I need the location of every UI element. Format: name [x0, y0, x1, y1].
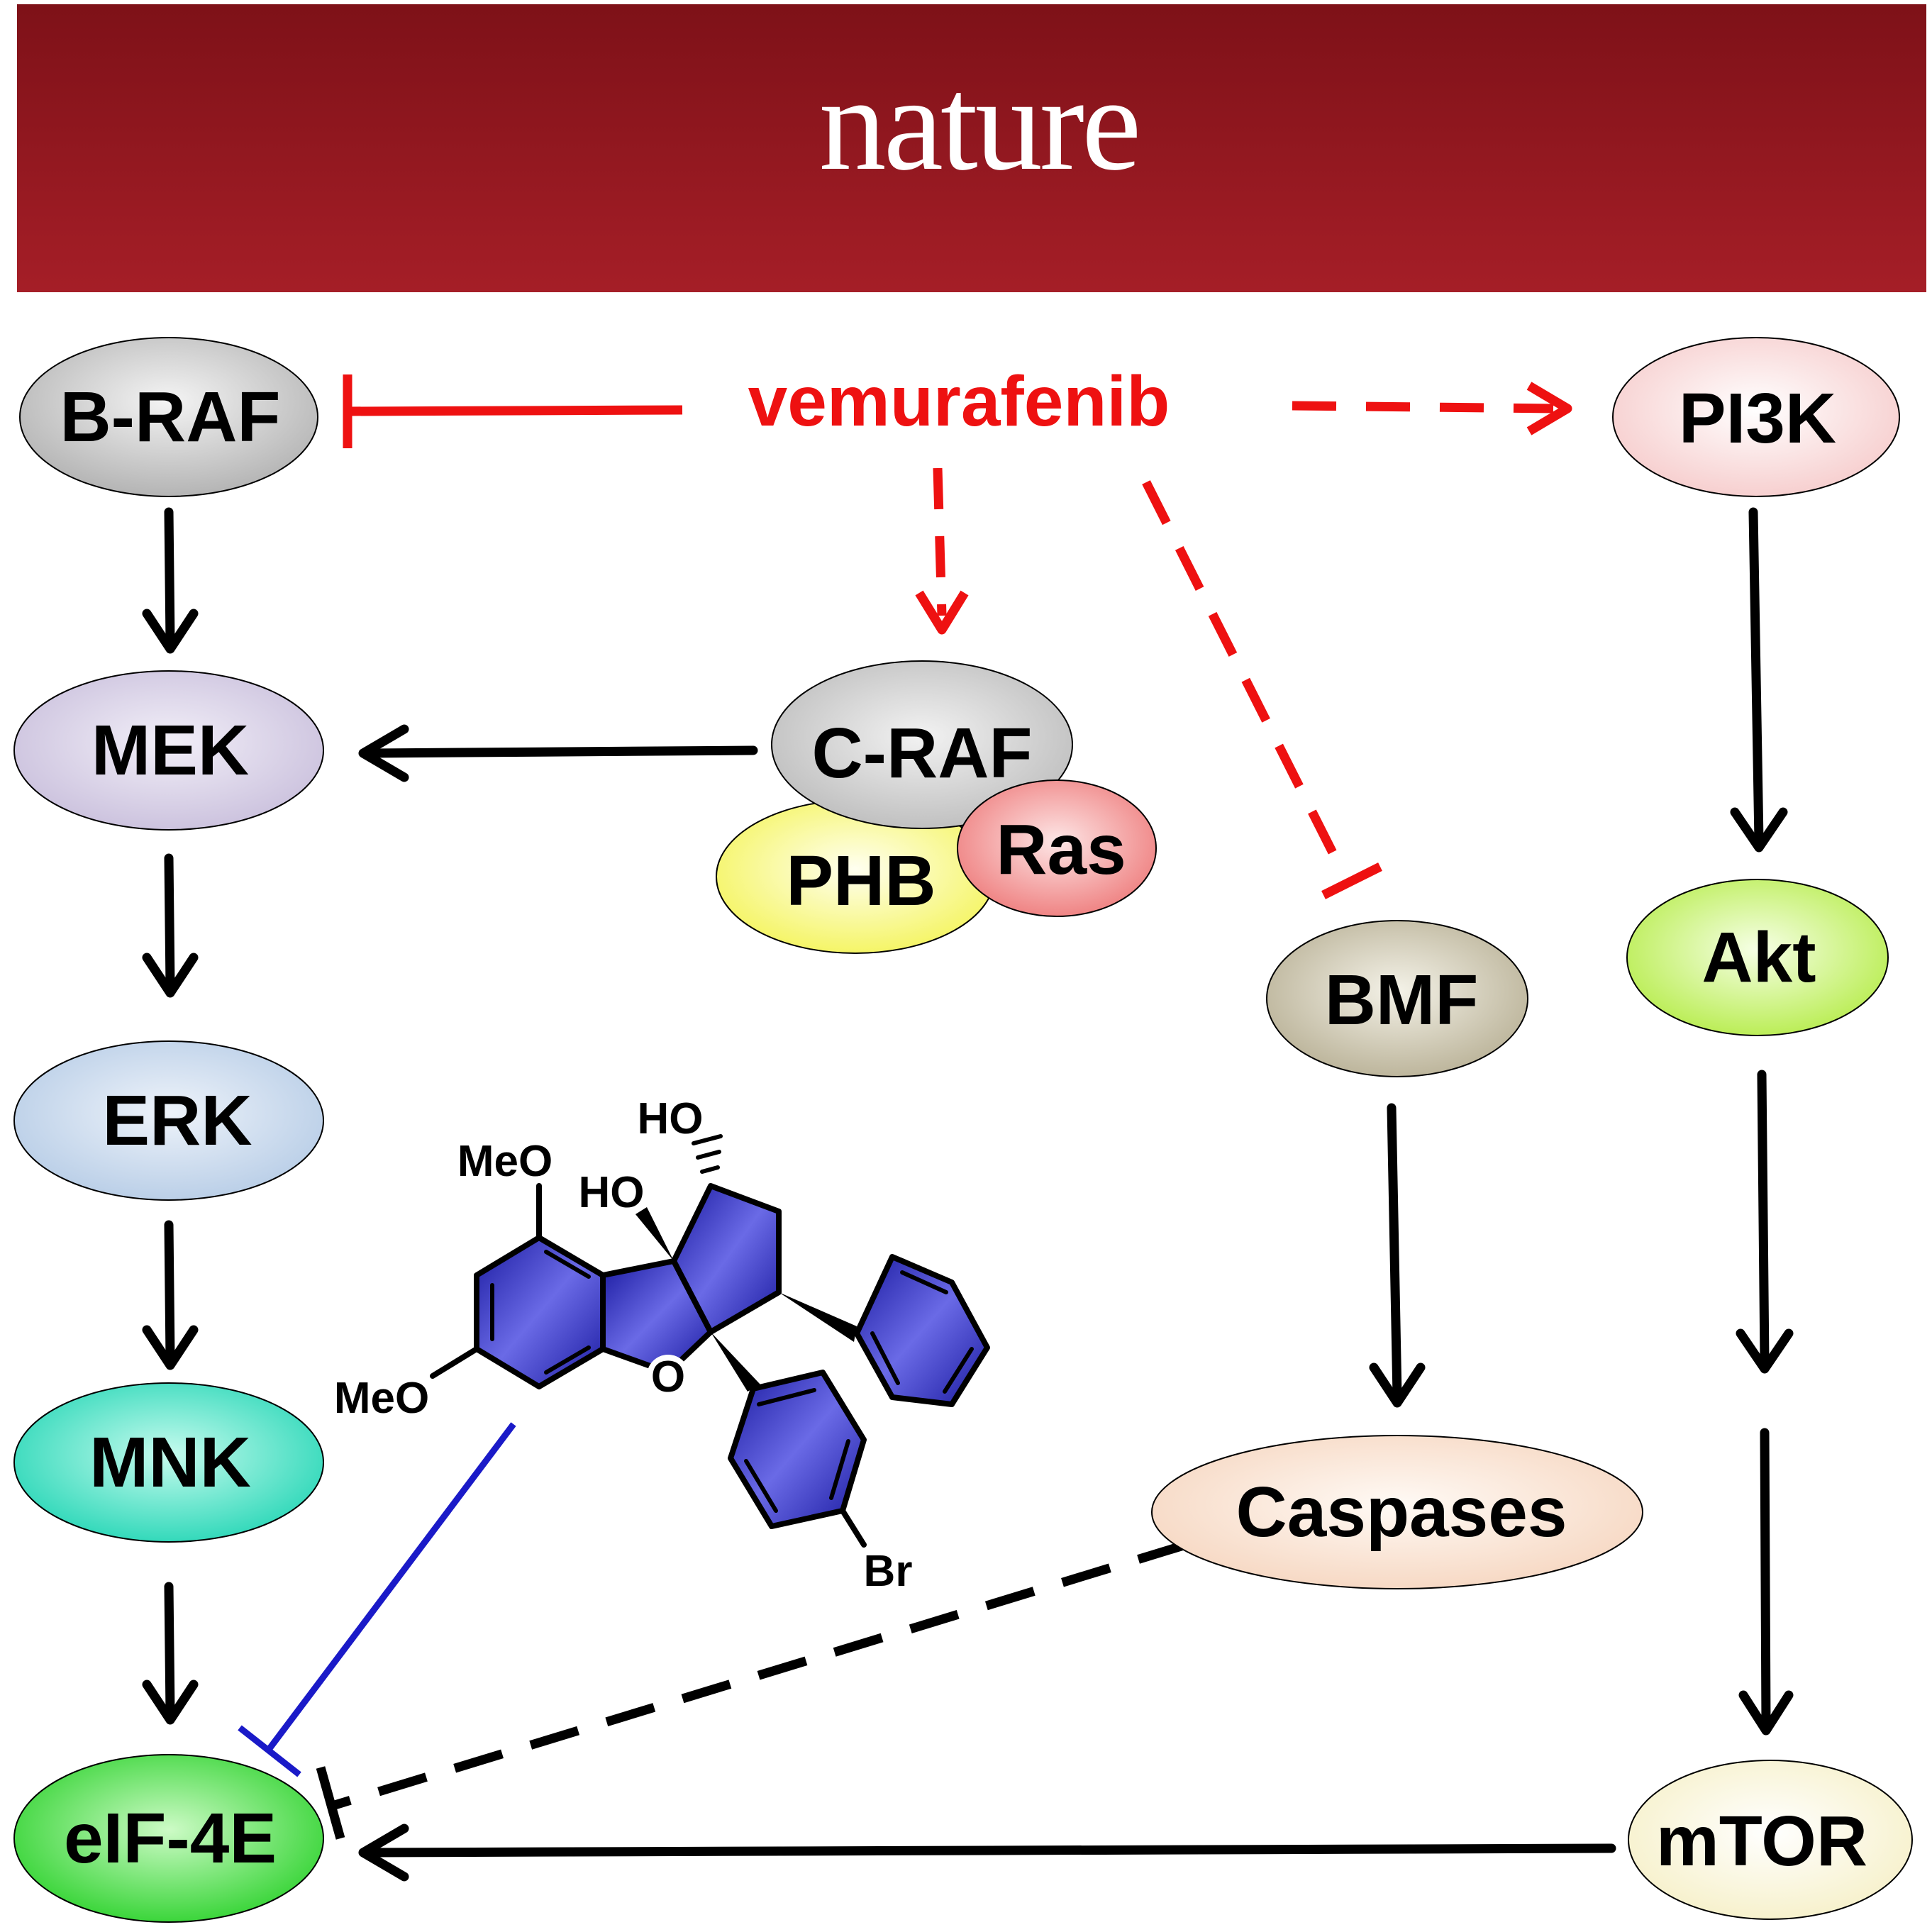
- node-eif4e-label: eIF-4E: [64, 1799, 277, 1878]
- node-caspases: Caspases: [1151, 1435, 1643, 1589]
- compound-ring-aromatic-left: [474, 1235, 606, 1389]
- node-erk-label: ERK: [102, 1081, 252, 1160]
- compound-ring-phenyl: [854, 1254, 990, 1407]
- arrow-mtor-to-eif4e: [358, 1823, 1616, 1882]
- node-craf: C-RAF: [771, 660, 1073, 829]
- arrow-braf-to-mek: [142, 507, 199, 654]
- inhibition-vemurafenib-to-braf: [343, 374, 683, 448]
- compound-bond-br: [840, 1508, 867, 1548]
- node-ras-label: Ras: [996, 810, 1126, 889]
- node-phb: PHB: [716, 799, 995, 954]
- node-mtor: mTOR: [1628, 1760, 1913, 1920]
- drug-effects: [343, 374, 1572, 899]
- node-pi3k: PI3K: [1612, 337, 1900, 497]
- compound-wedge-hydroxyl: [635, 1207, 674, 1261]
- node-craf-label: C-RAF: [811, 714, 1032, 793]
- inhibition-compound-to-eif4e: [238, 1422, 516, 1777]
- compound-atom-bromine: Br: [864, 1547, 913, 1596]
- arrow-vemurafenib-to-craf: [915, 467, 969, 635]
- activation-arrows: [142, 507, 1794, 1882]
- compound-ring-cyclopentane: [671, 1183, 782, 1335]
- node-braf: B-RAF: [19, 337, 318, 497]
- node-mtor-label: mTOR: [1656, 1801, 1867, 1881]
- node-mnk: MNK: [13, 1382, 324, 1543]
- compound-hash-bond: [692, 1134, 723, 1174]
- compound-atom-meo-bottom: MeO: [334, 1374, 429, 1423]
- drug-label: vemurafenib: [748, 362, 1170, 441]
- compound-wedge-bromophenyl: [711, 1332, 760, 1392]
- arrow-mnk-to-eif4e: [142, 1582, 199, 1725]
- node-braf-label: B-RAF: [60, 377, 280, 457]
- complex-craf-phb-ras: PHB C-RAF Ras: [716, 660, 1157, 954]
- arrow-erk-to-mnk: [142, 1220, 199, 1370]
- banner-background: [17, 4, 1926, 292]
- node-bmf: BMF: [1266, 920, 1528, 1077]
- arrow-vemurafenib-to-pi3k: [1292, 382, 1572, 435]
- compound-atom-ho-top: HO: [638, 1094, 704, 1143]
- inhibition-caspases-to-eif4e: [316, 1540, 1187, 1840]
- arrow-akt-to-mtor: [1736, 1070, 1794, 1736]
- node-pi3k-label: PI3K: [1679, 379, 1836, 458]
- compound-structure: HO HO MeO MeO O Br: [334, 1094, 990, 1596]
- node-erk: ERK: [13, 1040, 324, 1201]
- arrow-mek-to-erk: [142, 853, 199, 998]
- node-mnk-label: MNK: [89, 1423, 251, 1502]
- compound-atom-ho-mid: HO: [579, 1168, 645, 1217]
- node-mek-label: MEK: [91, 711, 249, 790]
- inhibition-vemurafenib-to-bmf: [1142, 480, 1382, 899]
- compound-ring-bromophenyl: [728, 1370, 867, 1529]
- node-eif4e: eIF-4E: [13, 1754, 324, 1923]
- node-akt: Akt: [1626, 879, 1889, 1036]
- compound-bond-meo-bottom: [430, 1346, 479, 1379]
- compound-atom-oxygen: O: [651, 1353, 685, 1401]
- compound-wedge-phenyl: [779, 1292, 857, 1342]
- compound-atom-meo-top: MeO: [457, 1137, 553, 1186]
- arrow-bmf-to-caspases: [1369, 1103, 1426, 1408]
- compound-atom-oxygen-bg: [647, 1355, 689, 1397]
- node-phb-label: PHB: [786, 841, 936, 921]
- node-caspases-label: Caspases: [1236, 1472, 1567, 1552]
- node-mek: MEK: [13, 670, 324, 831]
- header-banner: nature: [17, 4, 1926, 292]
- node-akt-label: Akt: [1701, 918, 1816, 997]
- node-bmf-label: BMF: [1325, 960, 1479, 1040]
- banner-title: nature: [819, 50, 1139, 199]
- node-ras: Ras: [957, 779, 1157, 917]
- arrow-craf-to-mek: [358, 724, 758, 782]
- arrow-pi3k-to-akt: [1730, 507, 1788, 853]
- compound-ring-furan: [600, 1258, 714, 1375]
